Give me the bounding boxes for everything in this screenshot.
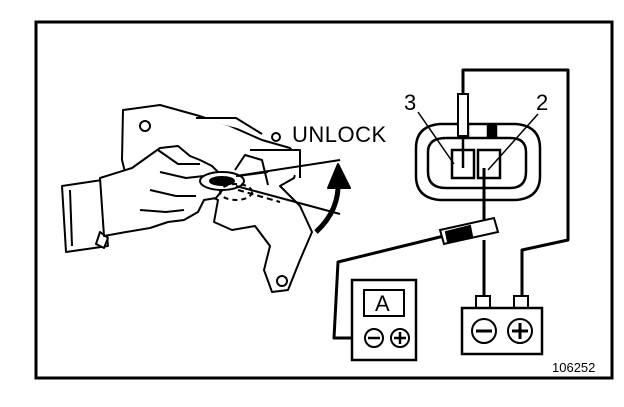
sleeve-cuff: [61, 179, 109, 253]
battery: [460, 295, 544, 356]
probe-body: [457, 93, 469, 137]
figure-number: 106252: [552, 360, 595, 375]
key-original-position: [237, 189, 281, 203]
lock-connector: [414, 122, 542, 202]
connector-tab-right: [486, 124, 498, 138]
bracket-hole-upper: [139, 120, 151, 132]
unlock-reference-line: [235, 159, 341, 177]
wire-clip-to-ammeter: [332, 234, 445, 340]
ammeter: A: [350, 278, 418, 362]
key-ghost-position: [219, 183, 253, 201]
terminal-2-leader: [487, 113, 539, 171]
bracket-edge-2: [250, 149, 301, 178]
lock-reference-line: [235, 185, 341, 215]
bracket-hole-lower: [276, 275, 288, 287]
inline-connector-fill: [444, 224, 474, 244]
terminal-2-slot: [476, 148, 502, 180]
hand-key-illustration: [61, 104, 351, 293]
ammeter-display: [363, 289, 405, 317]
bracket-hole-right: [271, 132, 281, 142]
battery-minus-post: [475, 295, 491, 309]
terminal-3-label: 3: [404, 90, 416, 115]
finger-line-4: [139, 209, 185, 213]
finger-line-1: [157, 149, 200, 165]
wire-probe-to-battery-plus: [461, 68, 570, 298]
rotation-arrow-head: [327, 163, 351, 189]
terminal-2-label: 2: [536, 90, 548, 115]
terminal-3-leader: [417, 111, 455, 165]
bracket-edge: [196, 117, 263, 135]
finger-line-3: [149, 189, 196, 197]
wiring: [332, 68, 570, 340]
ammeter-symbol: A: [375, 291, 390, 316]
finger-line-2: [159, 171, 205, 179]
inline-connector: [438, 216, 500, 246]
unlock-label: UNLOCK: [292, 122, 387, 147]
battery-plus-post: [513, 295, 529, 309]
key-bow-hole: [209, 176, 235, 186]
sleeve-fold: [69, 189, 73, 247]
